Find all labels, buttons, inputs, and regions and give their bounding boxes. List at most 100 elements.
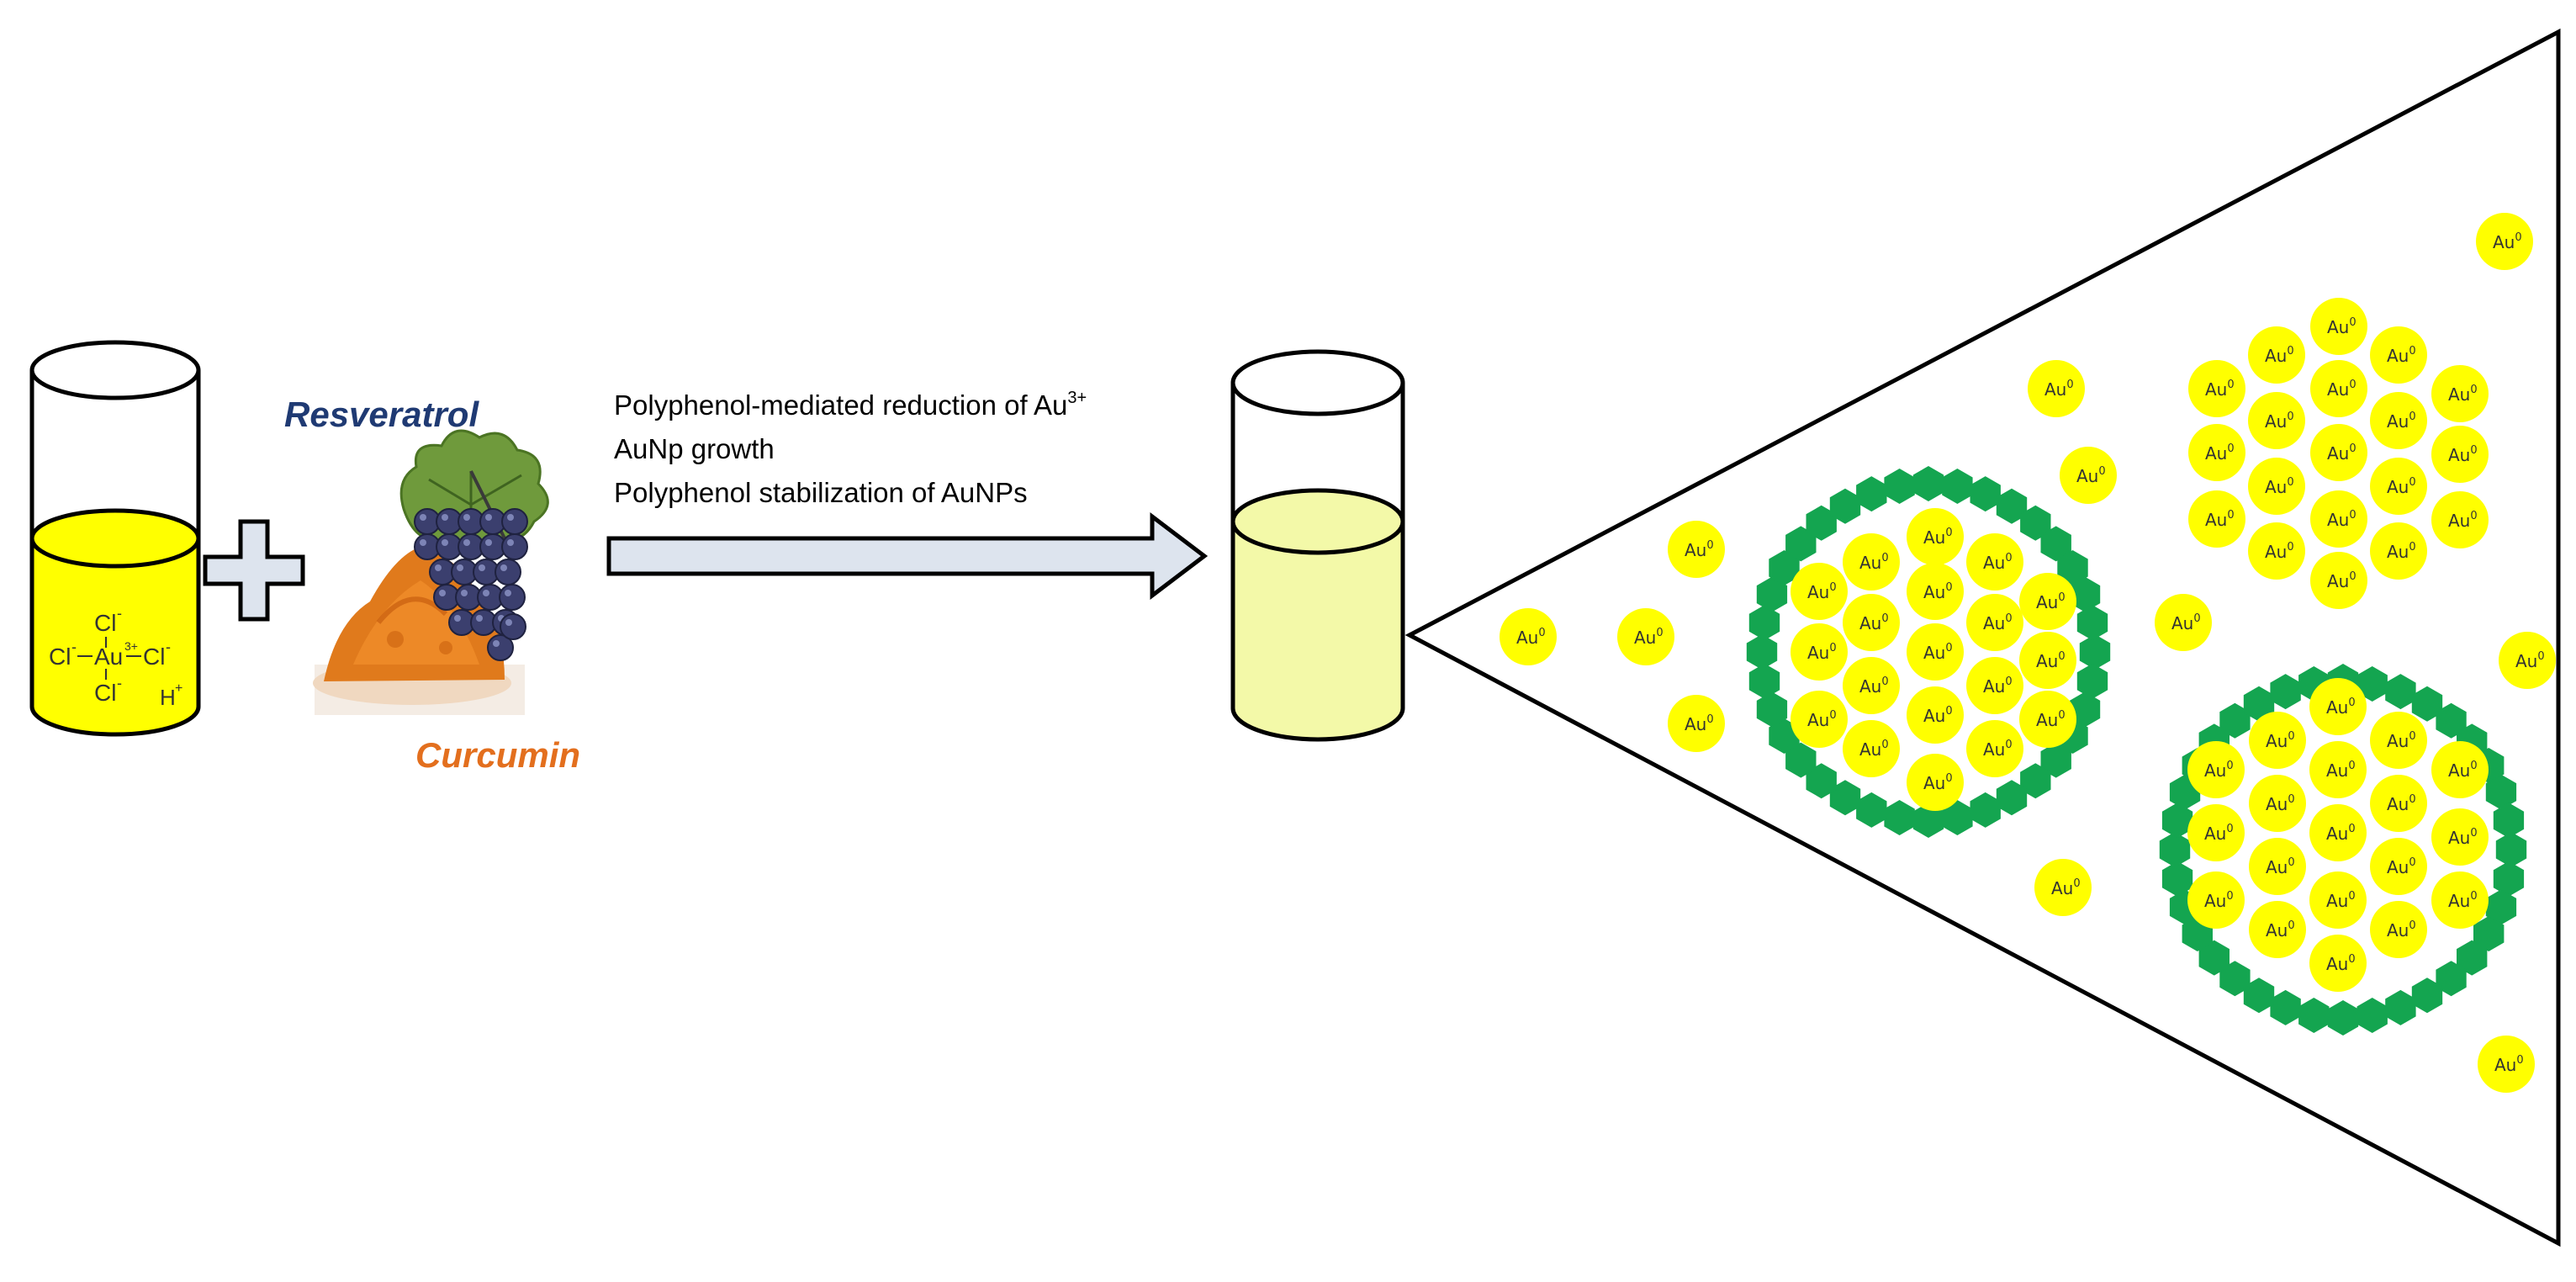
- au-oxidation-state: 0: [1945, 642, 1952, 654]
- au-particle-disc: [2370, 522, 2427, 580]
- au-oxidation-state: 0: [1706, 713, 1713, 726]
- au-particle-label: Au0: [2515, 650, 2545, 671]
- au-symbol: Au: [1923, 773, 1945, 793]
- au-symbol: Au: [2387, 346, 2409, 366]
- au-particle-disc: [1843, 657, 1900, 714]
- au-particle-label: Au0: [2448, 890, 2478, 911]
- au-symbol: Au: [2448, 445, 2470, 465]
- polyphenol-stabilizer-molecule: [2385, 674, 2416, 710]
- au-particle-disc: [2028, 360, 2085, 417]
- cl-right-charge: -: [166, 638, 171, 655]
- au-particle-label: Au0: [2387, 730, 2416, 751]
- au-particle-disc: [2431, 741, 2489, 798]
- au-symbol: Au: [2265, 411, 2287, 432]
- au-particle-disc: [2370, 326, 2427, 384]
- au-particle-label: Au0: [2387, 541, 2416, 562]
- polyphenol-stabilizer-molecule: [1856, 476, 1887, 512]
- au-particle-disc: [2309, 741, 2367, 798]
- au-particle-label: Au0: [2448, 827, 2478, 848]
- au-symbol: Au: [2448, 828, 2470, 848]
- au-oxidation-state: 0: [2349, 379, 2356, 391]
- polyphenol-stabilizer-molecule: [2436, 702, 2467, 739]
- beaker-outline: [1230, 383, 1405, 742]
- grape-highlight: [483, 590, 489, 596]
- polyphenol-stabilizer-molecule: [2457, 940, 2488, 976]
- polyphenol-stabilizer-molecule: [2485, 889, 2517, 925]
- grape-highlight: [420, 514, 426, 521]
- au-oxidation-state: 0: [1945, 705, 1952, 718]
- au-particle-label: Au0: [2036, 709, 2066, 730]
- au-particle-disc: [2431, 426, 2489, 483]
- au-particle-disc: [1791, 563, 1848, 620]
- aunp-core-particle: Au0: [1966, 720, 2023, 777]
- aunp-agglomerate-particle: Au0: [2431, 491, 2489, 548]
- au-symbol: Au: [1634, 628, 1656, 648]
- polyphenol-stabilizer-molecule: [2161, 861, 2193, 897]
- au-particle-disc: [2310, 360, 2367, 417]
- au-particle-label: Au0: [1983, 739, 2013, 760]
- aunp-agglomerate-particle: Au0: [2310, 424, 2367, 481]
- aunp-core-particle: Au0: [2249, 775, 2306, 832]
- au-particle-disc: [2019, 632, 2076, 689]
- aunp-agglomerate-particle: Au0: [2248, 458, 2305, 515]
- au-particle-disc: [2155, 594, 2212, 651]
- au-particle-label: Au0: [2327, 509, 2356, 530]
- polyphenol-stabilizer-molecule: [1942, 469, 1973, 504]
- polyphenol-stabilizer-molecule: [1970, 476, 2001, 512]
- beaker-outline: [29, 370, 201, 737]
- polyphenol-stabilizer-molecule: [1769, 550, 1800, 585]
- cl-bottom-charge: -: [117, 675, 122, 691]
- au-particle-label: Au0: [1634, 627, 1664, 648]
- aunp-core-particle: Au0: [2309, 935, 2367, 992]
- au-oxidation-state: 0: [2349, 316, 2356, 329]
- au-oxidation-state: 0: [2349, 509, 2356, 522]
- au-symbol: Au: [2326, 891, 2348, 911]
- process-step-reduction-text: Polyphenol-mediated reduction of Au: [614, 389, 1067, 421]
- aunp-core-particle: Au0: [1843, 594, 1900, 651]
- polyphenol-stabilizer-molecule: [2198, 940, 2230, 976]
- au-oxidation-state: 0: [1829, 642, 1836, 654]
- grape-highlight: [461, 590, 468, 596]
- grape-highlight: [500, 564, 507, 571]
- au-symbol: Au: [1807, 643, 1829, 663]
- au-oxidation-state: 0: [2005, 552, 2012, 564]
- polyphenol-stabilizer-molecule: [1996, 780, 2028, 816]
- polyphenol-stabilizer-molecule: [2270, 674, 2301, 710]
- aunp-agglomerate-particle: Au0: [2370, 522, 2427, 580]
- au-symbol: Au: [2327, 510, 2349, 530]
- au-particle-label: Au0: [1923, 772, 1953, 793]
- au-particle-disc: [1500, 608, 1557, 665]
- au-symbol: Au: [1859, 676, 1881, 697]
- free-au-particle: Au0: [2060, 447, 2117, 504]
- au-oxidation-state: 0: [2409, 730, 2415, 743]
- au-symbol: Au: [1923, 643, 1945, 663]
- au-particle-disc: [2309, 935, 2367, 992]
- polyphenol-stabilizer-molecule: [2159, 832, 2191, 867]
- aunp-agglomerate-particle: Au0: [2370, 458, 2427, 515]
- free-au-particle: Au0: [1668, 521, 1725, 578]
- beaker-rim: [1230, 349, 1405, 416]
- au-symbol: Au: [2387, 920, 2409, 940]
- aunp-core-particle: Au0: [2431, 808, 2489, 866]
- au-particle-label: Au0: [1923, 527, 1953, 548]
- au-symbol: Au: [2265, 477, 2287, 497]
- au-oxidation-state: 0: [2288, 919, 2294, 932]
- au-particle-label: Au0: [2327, 379, 2356, 400]
- aunp-colloid-beaker: [1230, 349, 1405, 742]
- au-particle-disc: [2309, 678, 2367, 735]
- polyphenol-stabilizer-molecule: [2079, 634, 2111, 670]
- beaker-rim: [29, 340, 201, 400]
- au-symbol: Au: [1983, 553, 2005, 573]
- aunp-core-particle: Au0: [2370, 712, 2427, 769]
- gold-precursor-beaker: Cl - Cl - Au 3+ Cl - Cl - H +: [29, 340, 201, 737]
- au-oxidation-state: 0: [1829, 581, 1836, 594]
- au-particle-label: Au0: [2266, 856, 2295, 877]
- au-particle-label: Au0: [2265, 345, 2294, 366]
- au-symbol: Au: [2036, 592, 2058, 612]
- au-particle-label: Au0: [2387, 793, 2416, 814]
- au-particle-disc: [2431, 365, 2489, 422]
- polyphenol-stabilizer-molecule: [2020, 505, 2051, 541]
- au-particle-label: Au0: [2266, 919, 2295, 940]
- aunp-core-particle: Au0: [2370, 838, 2427, 895]
- au-oxidation-state: 0: [2349, 442, 2356, 455]
